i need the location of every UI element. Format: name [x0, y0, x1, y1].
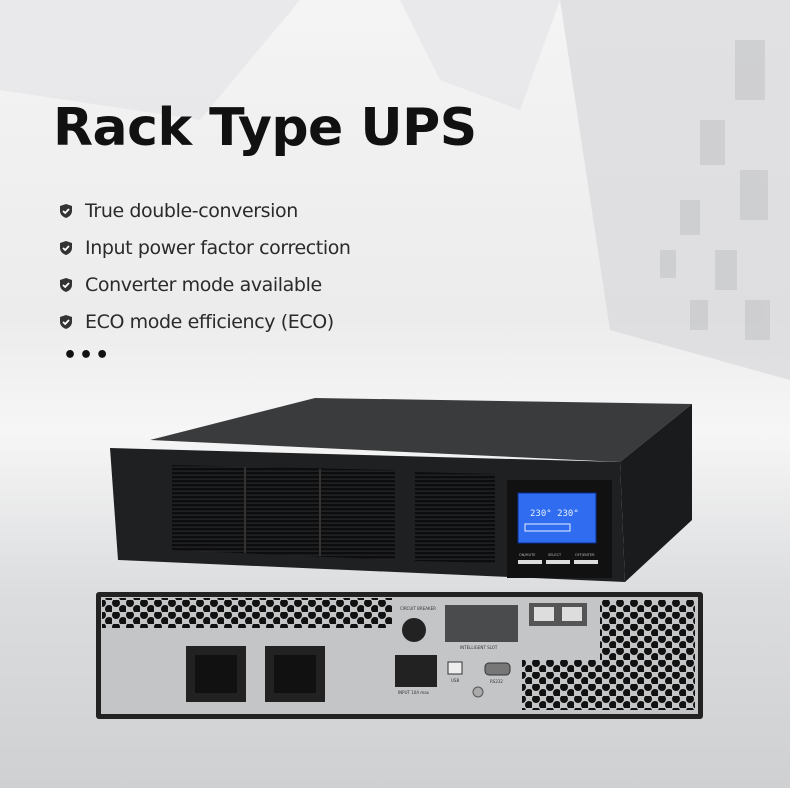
button-label: ON/MUTE — [519, 553, 535, 557]
ups-front-unit: 230° 230° ON/MUTE SELECT OFF/ENTER — [110, 398, 692, 582]
front-vent-left — [172, 465, 395, 560]
feature-item: Converter mode available — [58, 266, 351, 303]
select-button[interactable] — [546, 560, 570, 564]
button-label: SELECT — [548, 553, 562, 557]
intelligent-slot-label: INTELLIGENT SLOT — [460, 645, 498, 650]
on-mute-button[interactable] — [518, 560, 542, 564]
feature-label: Converter mode available — [85, 273, 322, 296]
usb-label: USB — [451, 678, 459, 683]
feature-label: Input power factor correction — [85, 236, 351, 259]
circuit-breaker-button[interactable] — [402, 618, 426, 642]
input-label: INPUT 10A max — [398, 690, 430, 695]
feature-label: True double-conversion — [85, 199, 298, 222]
feature-label: ECO mode efficiency (ECO) — [85, 310, 334, 333]
front-vent-right — [415, 472, 495, 563]
feature-list: True double-conversion Input power facto… — [58, 192, 351, 340]
lcd-readout: 230° 230° — [530, 509, 579, 519]
circuit-breaker-label: CIRCUIT BREAKER — [400, 606, 436, 611]
shield-check-icon — [60, 203, 72, 218]
feature-item: True double-conversion — [58, 192, 351, 229]
ups-rear-panel: CIRCUIT BREAKER INTELLIGENT SLOT INPUT 1… — [96, 592, 703, 719]
off-enter-button[interactable] — [574, 560, 598, 564]
shield-check-icon — [60, 277, 72, 292]
more-ellipsis: ••• — [63, 343, 112, 368]
ac-input-socket — [395, 655, 437, 687]
shield-check-icon — [60, 314, 72, 329]
rear-vent-left — [102, 598, 392, 628]
button-label: OFF/ENTER — [575, 553, 595, 557]
usb-port[interactable] — [447, 661, 463, 675]
rear-vent-right — [600, 600, 695, 710]
intelligent-slot — [445, 605, 518, 642]
feature-item: Input power factor correction — [58, 229, 351, 266]
rs232-port[interactable] — [484, 662, 511, 676]
ground-screw — [472, 686, 484, 698]
rs232-label: RS232 — [490, 679, 503, 684]
lcd-display — [517, 492, 597, 544]
feature-item: ECO mode efficiency (ECO) — [58, 303, 351, 340]
shield-check-icon — [60, 240, 72, 255]
page-title: Rack Type UPS — [53, 98, 477, 158]
